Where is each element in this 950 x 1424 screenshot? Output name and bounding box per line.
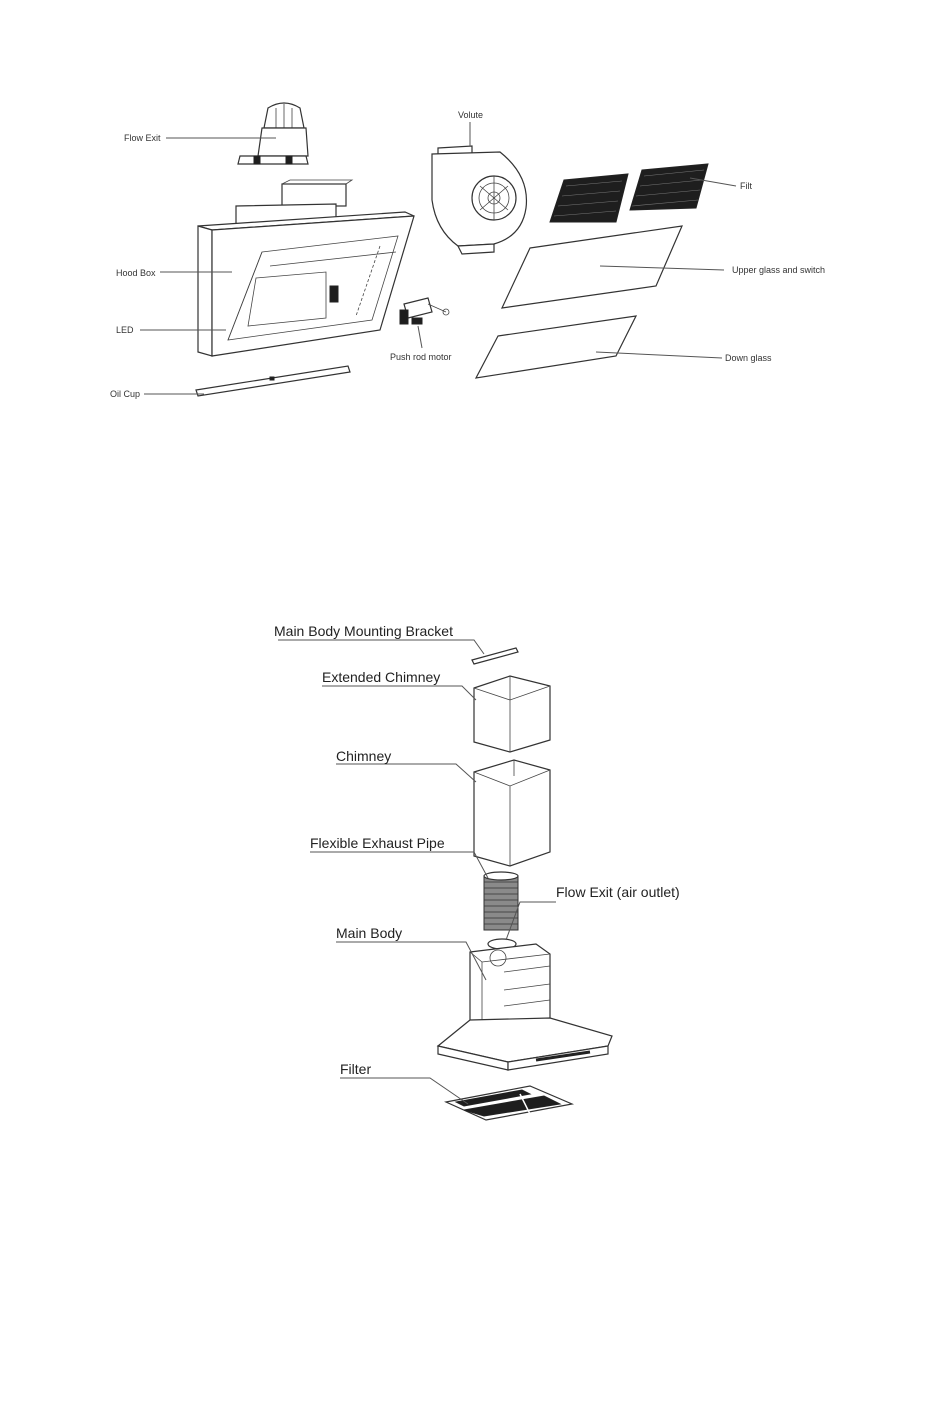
hood-box-part [198,180,414,356]
diagram-chimney-hood: Main Body Mounting Bracket Extended Chim… [274,623,680,1120]
label-extended-chimney: Extended Chimney [322,669,440,685]
label-filt: Filt [740,181,752,191]
label-volute: Volute [458,110,483,120]
oil-cup-part [196,366,350,396]
push-rod-motor-part [400,298,449,324]
label-flow-exit: Flow Exit [124,133,161,143]
filter-part [446,1086,572,1120]
label-flow-exit-air-outlet: Flow Exit (air outlet) [556,884,680,900]
filter-panels [550,164,708,222]
label-down-glass: Down glass [725,353,772,363]
label-exhaust-pipe: Flexible Exhaust Pipe [310,835,445,851]
mounting-bracket-part [472,648,518,664]
volute-part [432,146,526,254]
label-push-rod-motor: Push rod motor [390,352,452,362]
label-led: LED [116,325,134,335]
down-glass-part [476,316,636,378]
extended-chimney-part [474,676,550,752]
label-hood-box: Hood Box [116,268,156,278]
label-upper-glass: Upper glass and switch [732,265,825,275]
main-body-part [438,939,612,1070]
label-chimney: Chimney [336,748,391,764]
chimney-part [474,760,550,866]
label-oil-cup: Oil Cup [110,389,140,399]
upper-glass-part [502,226,682,308]
diagram-slanted-hood: Flow Exit Hood Box LED Oil Cup Volute Pu… [110,103,825,399]
label-main-body: Main Body [336,925,402,941]
label-filter: Filter [340,1061,371,1077]
label-mounting-bracket: Main Body Mounting Bracket [274,623,453,639]
flow-exit-part [238,103,308,164]
